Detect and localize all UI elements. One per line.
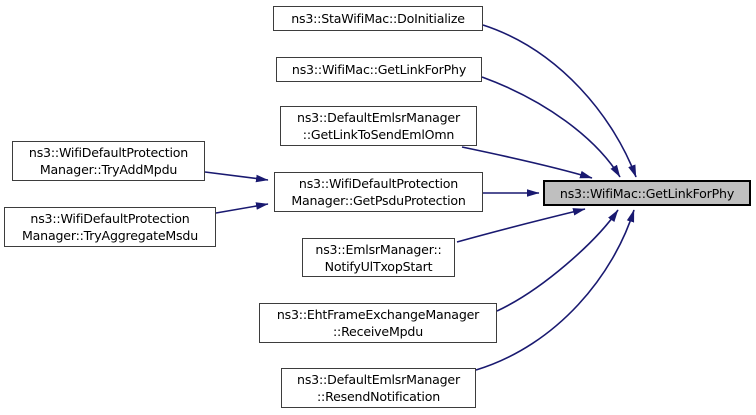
node-wifimac-getlinkforphy-caller[interactable]: ns3::WifiMac::GetLinkForPhy: [276, 57, 482, 82]
node-label: Manager::TryAddMpdu: [39, 162, 178, 177]
node-wifidefaultprotectionmanager-getpsduprotection[interactable]: ns3::WifiDefaultProtection Manager::GetP…: [274, 172, 483, 212]
node-label: ns3::WifiMac::GetLinkForPhy: [559, 185, 735, 201]
node-label: ns3::WifiDefaultProtection: [28, 145, 189, 160]
node-wifidefaultprotectionmanager-tryaddmpdu[interactable]: ns3::WifiDefaultProtection Manager::TryA…: [12, 141, 205, 181]
node-label: ns3::DefaultEmlsrManager: [297, 110, 460, 125]
node-target-wifimac-getlinkforphy: ns3::WifiMac::GetLinkForPhy: [543, 180, 751, 206]
edge-getlinkforphy-to-getlinkforphy: [481, 76, 621, 178]
edge-doinitialize-to-getlinkforphy: [482, 24, 637, 178]
edge-receivempdu-to-getlinkforphy: [496, 209, 619, 312]
node-defaultemlsrmanager-resendnotification[interactable]: ns3::DefaultEmlsrManager ::ResendNotific…: [281, 368, 476, 408]
node-label: ns3::StaWifiMac::DoInitialize: [291, 11, 465, 26]
node-label: ns3::DefaultEmlsrManager: [297, 372, 460, 387]
node-wifidefaultprotectionmanager-tryaggregatemsdu[interactable]: ns3::WifiDefaultProtection Manager::TryA…: [4, 207, 216, 247]
node-label: ::GetLinkToSendEmlOmn: [302, 127, 455, 142]
node-label: Manager::TryAggregateMsdu: [22, 228, 198, 243]
edge-tryaddmpdu-to-getpsduprotection: [204, 171, 269, 183]
node-label: ns3::WifiDefaultProtection: [298, 176, 459, 191]
node-ehtframeexchangemanager-receivempdu[interactable]: ns3::EhtFrameExchangeManager ::ReceiveMp…: [259, 303, 497, 343]
node-defaultemlsrmanager-getlinktosendemlomn[interactable]: ns3::DefaultEmlsrManager ::GetLinkToSend…: [280, 106, 477, 146]
node-label: Manager::GetPsduProtection: [291, 193, 466, 208]
node-label: ns3::EmlsrManager::: [315, 241, 442, 257]
edge-notifyultxopstart-to-getlinkforphy: [456, 208, 586, 243]
node-label: ns3::EhtFrameExchangeManager: [276, 307, 480, 322]
edge-tryaggregatemsdu-to-getpsduprotection: [215, 202, 269, 214]
node-emlsrmanager-notifyultxopstart[interactable]: ns3::EmlsrManager:: NotifyUlTxopStart: [302, 238, 455, 277]
edge-resendnotification-to-getlinkforphy: [475, 209, 635, 371]
node-label: ::ReceiveMpdu: [332, 324, 424, 339]
node-stawifimac-doinitialize[interactable]: ns3::StaWifiMac::DoInitialize: [273, 6, 483, 31]
node-label: ::ResendNotification: [317, 389, 440, 404]
node-label: ns3::WifiMac::GetLinkForPhy: [291, 62, 467, 77]
node-label: ns3::WifiDefaultProtection: [30, 211, 190, 226]
node-label: NotifyUlTxopStart: [324, 258, 433, 274]
